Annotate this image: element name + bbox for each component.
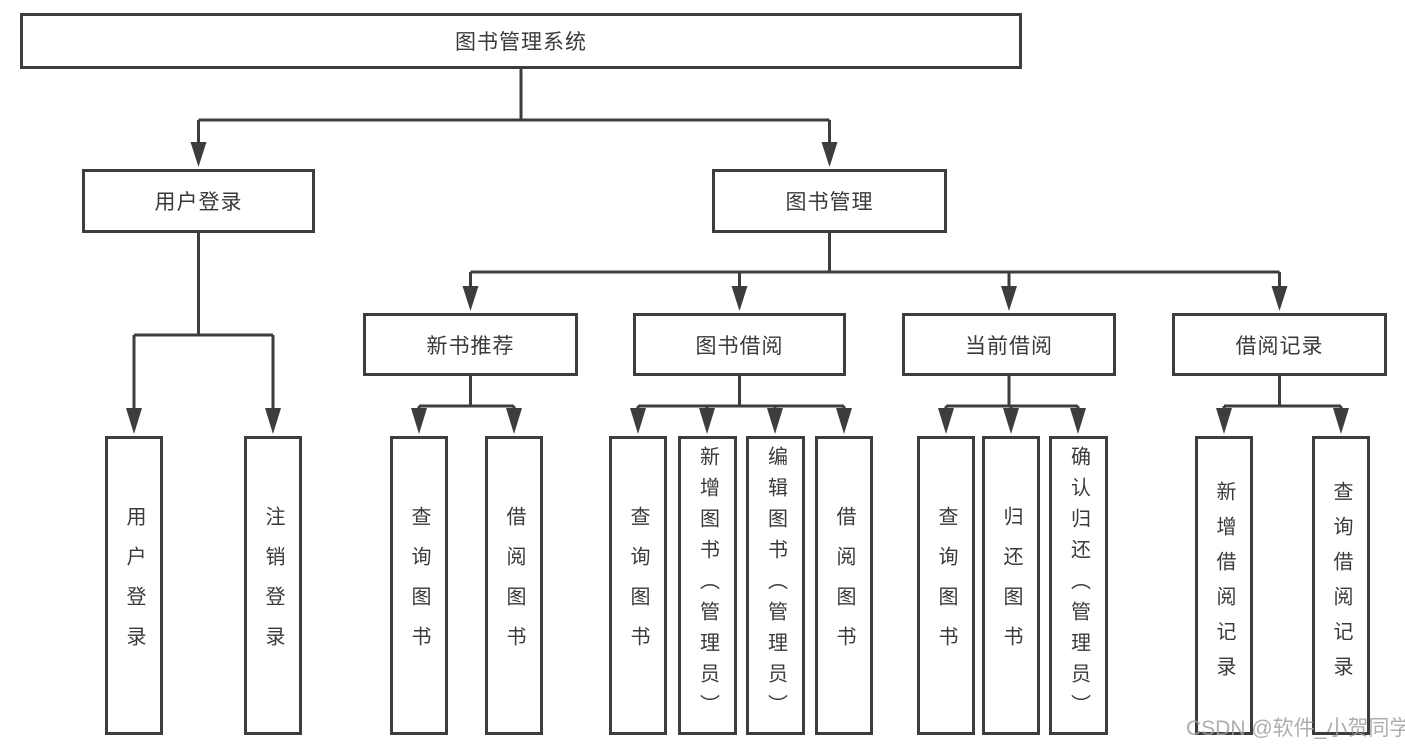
- leaf-add-books-admin: 新增图书（管理员）: [678, 436, 737, 735]
- leaf-query-books-recommend: 查询图书: [390, 436, 448, 735]
- node-borrow-records: 借阅记录: [1172, 313, 1387, 376]
- node-current-borrow-label: 当前借阅: [965, 334, 1053, 358]
- node-user-login: 用户登录: [82, 169, 315, 233]
- leaf-return-books: 归还图书: [982, 436, 1040, 735]
- leaf-query-books-current-label: 查询图书: [935, 505, 957, 666]
- node-root: 图书管理系统: [20, 13, 1022, 69]
- leaf-borrow-books: 借阅图书: [815, 436, 873, 735]
- node-book-management-label: 图书管理: [785, 191, 874, 214]
- leaf-query-books-current: 查询图书: [917, 436, 975, 735]
- node-current-borrow: 当前借阅: [902, 313, 1116, 376]
- leaf-logout-label: 注销登录: [262, 505, 284, 666]
- leaf-add-borrow-record: 新增借阅记录: [1195, 436, 1253, 735]
- leaf-borrow-books-recommend-label: 借阅图书: [503, 505, 525, 666]
- leaf-query-books-borrow-label: 查询图书: [627, 505, 649, 666]
- connector-paths: [132, 69, 1343, 411]
- node-book-borrow-label: 图书借阅: [695, 334, 784, 358]
- node-book-management: 图书管理: [712, 169, 947, 233]
- leaf-edit-books-admin: 编辑图书（管理员）: [746, 436, 805, 735]
- leaf-borrow-books-label: 借阅图书: [833, 505, 855, 666]
- leaf-logout: 注销登录: [244, 436, 302, 735]
- arrowheads: [126, 142, 1349, 434]
- node-book-borrow: 图书借阅: [633, 313, 846, 376]
- leaf-confirm-return-admin-label: 确认归还（管理员）: [1067, 446, 1090, 725]
- node-new-book-recommend-label: 新书推荐: [426, 334, 515, 358]
- leaf-user-login: 用户登录: [105, 436, 163, 735]
- node-new-book-recommend: 新书推荐: [363, 313, 578, 376]
- leaf-add-books-admin-label: 新增图书（管理员）: [696, 446, 719, 725]
- leaf-edit-books-admin-label: 编辑图书（管理员）: [764, 446, 787, 725]
- leaf-query-books-borrow: 查询图书: [609, 436, 667, 735]
- leaf-borrow-books-recommend: 借阅图书: [485, 436, 543, 735]
- node-user-login-label: 用户登录: [154, 191, 243, 214]
- node-borrow-records-label: 借阅记录: [1235, 334, 1324, 358]
- leaf-query-borrow-record: 查询借阅记录: [1312, 436, 1370, 735]
- node-root-label: 图书管理系统: [455, 31, 587, 54]
- leaf-query-books-recommend-label: 查询图书: [408, 505, 430, 666]
- leaf-user-login-label: 用户登录: [123, 505, 145, 666]
- leaf-return-books-label: 归还图书: [1000, 505, 1022, 666]
- csdn-watermark: CSDN @软件_小贺同学: [1186, 717, 1405, 740]
- leaf-confirm-return-admin: 确认归还（管理员）: [1049, 436, 1108, 735]
- leaf-add-borrow-record-label: 新增借阅记录: [1213, 480, 1235, 691]
- leaf-query-borrow-record-label: 查询借阅记录: [1330, 480, 1352, 691]
